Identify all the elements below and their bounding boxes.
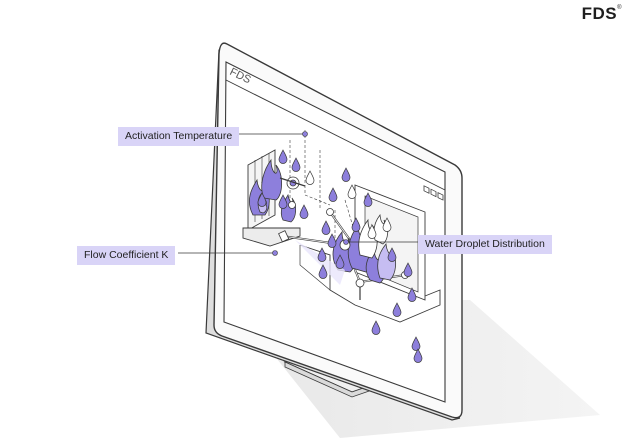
callout-activation-temperature: Activation Temperature xyxy=(118,127,240,146)
screen xyxy=(223,61,446,403)
registered-mark: ® xyxy=(617,5,622,11)
leader-lines xyxy=(178,133,418,254)
spray xyxy=(295,240,345,285)
callout-water-droplet-distribution: Water Droplet Distribution xyxy=(418,235,552,254)
callout-flow-coefficient: Flow Coefficient K xyxy=(77,246,176,265)
brand-name: FDS xyxy=(581,4,618,23)
sprinkler-left xyxy=(279,176,306,209)
brand-logo: FDS® xyxy=(582,4,622,24)
